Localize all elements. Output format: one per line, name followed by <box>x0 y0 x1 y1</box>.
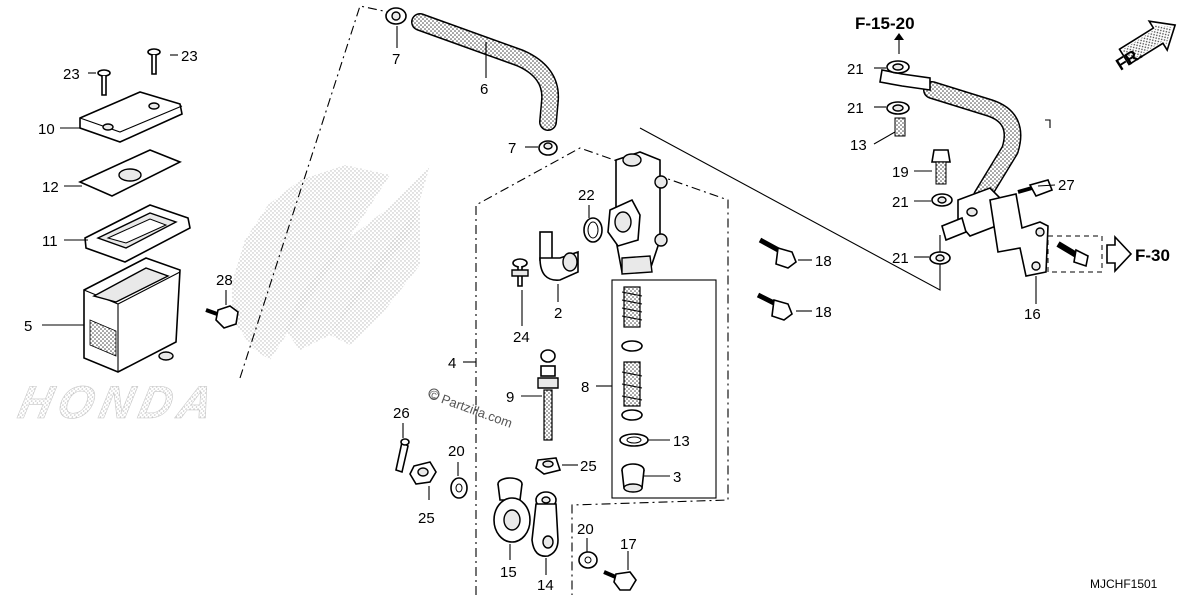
piston-spring[interactable] <box>621 286 643 352</box>
switch-bolt[interactable] <box>1017 179 1054 197</box>
diagram-code: MJCHF1501 <box>1090 577 1158 591</box>
callout-23[interactable]: 23 <box>63 66 80 83</box>
oil-bolt[interactable] <box>931 149 951 185</box>
sealing-washer-3[interactable] <box>931 193 953 207</box>
callout-4[interactable]: 4 <box>448 355 456 372</box>
hose-clip-lower[interactable] <box>538 140 558 156</box>
reservoir-hose[interactable] <box>411 13 560 131</box>
callout-27[interactable]: 27 <box>1058 177 1075 194</box>
copyright-icon <box>428 388 440 400</box>
cylinder-bolt-lower[interactable] <box>756 292 793 321</box>
pivot-bolt[interactable] <box>603 570 637 591</box>
hose-bracket[interactable] <box>989 193 1049 277</box>
piston[interactable] <box>621 361 643 421</box>
mounting-bolt[interactable] <box>205 305 239 329</box>
callout-9[interactable]: 9 <box>506 389 514 406</box>
callout-23[interactable]: 23 <box>181 48 198 65</box>
cap-screw-lower[interactable] <box>97 69 111 96</box>
ref-top-label[interactable]: F-15-20 <box>855 14 915 33</box>
piston-boot[interactable] <box>621 463 645 493</box>
callout-28[interactable]: 28 <box>216 272 233 289</box>
callout-8[interactable]: 8 <box>581 379 589 396</box>
brand-watermark: HONDA <box>14 376 224 427</box>
partzilla-watermark: © Partzilla.com <box>427 387 514 431</box>
brake-switch-body[interactable] <box>941 187 1001 242</box>
brake-hose[interactable] <box>923 81 1022 205</box>
callout-25[interactable]: 25 <box>418 510 435 527</box>
callout-24[interactable]: 24 <box>513 329 530 346</box>
washer-left[interactable] <box>450 477 468 499</box>
joint-screw[interactable] <box>511 258 529 287</box>
callout-13[interactable]: 13 <box>673 433 690 450</box>
callout-21[interactable]: 21 <box>847 100 864 117</box>
callout-20[interactable]: 20 <box>448 443 465 460</box>
reservoir-body[interactable] <box>83 257 181 373</box>
callout-5[interactable]: 5 <box>24 318 32 335</box>
ref-right-bracket <box>1047 235 1103 273</box>
callout-12[interactable]: 12 <box>42 179 59 196</box>
o-ring[interactable] <box>583 217 603 243</box>
callout-21[interactable]: 21 <box>847 61 864 78</box>
leader-top-line <box>1045 119 1051 128</box>
leader-lines <box>42 26 1056 575</box>
hose-clip-upper[interactable] <box>385 7 407 25</box>
up-arrow-icon <box>894 33 904 54</box>
callout-11[interactable]: 11 <box>42 233 58 250</box>
cap-screw-upper[interactable] <box>147 48 161 75</box>
snap-ring[interactable] <box>619 433 649 447</box>
callout-15[interactable]: 15 <box>500 564 517 581</box>
cylinder-bolt-upper[interactable] <box>758 237 797 269</box>
bracket-bolt[interactable] <box>1056 241 1089 268</box>
honda-wing-watermark: HONDA <box>14 165 430 428</box>
callout-18[interactable]: 18 <box>815 304 832 321</box>
callout-7[interactable]: 7 <box>392 51 400 68</box>
ref-right-label[interactable]: F-30 <box>1135 246 1170 265</box>
callout-16[interactable]: 16 <box>1024 306 1041 323</box>
callout-21[interactable]: 21 <box>892 250 909 267</box>
clevis-joint[interactable] <box>531 491 559 557</box>
reservoir-diaphragm[interactable] <box>84 204 191 263</box>
reservoir-cap[interactable] <box>79 91 183 143</box>
callout-19[interactable]: 19 <box>892 164 909 181</box>
sealing-washer-1[interactable] <box>886 60 910 74</box>
callout-17[interactable]: 17 <box>620 536 637 553</box>
callout-18[interactable]: 18 <box>815 253 832 270</box>
master-cylinder-body[interactable] <box>607 151 668 275</box>
callout-21[interactable]: 21 <box>892 194 909 211</box>
cotter-pin[interactable] <box>395 438 410 474</box>
front-arrow-icon <box>1118 20 1177 66</box>
rod-end[interactable] <box>493 477 531 543</box>
callout-22[interactable]: 22 <box>578 187 595 204</box>
callout-2[interactable]: 2 <box>554 305 562 322</box>
hose-joint[interactable] <box>539 231 579 281</box>
lock-nut-left[interactable] <box>409 461 437 485</box>
sealing-washer-4[interactable] <box>929 251 951 265</box>
small-clip[interactable] <box>894 117 906 137</box>
piston-kit-outline <box>611 279 717 499</box>
washer-right[interactable] <box>578 551 598 569</box>
callout-3[interactable]: 3 <box>673 469 681 486</box>
callout-6[interactable]: 6 <box>480 81 488 98</box>
hose-fitting-upper[interactable] <box>879 69 931 91</box>
callout-14[interactable]: 14 <box>537 577 554 594</box>
callout-13[interactable]: 13 <box>850 137 867 154</box>
callout-20[interactable]: 20 <box>577 521 594 538</box>
right-arrow-icon <box>1106 234 1133 274</box>
push-rod[interactable] <box>537 349 559 441</box>
callout-25[interactable]: 25 <box>580 458 597 475</box>
diaphragm-plate[interactable] <box>78 149 182 197</box>
callout-10[interactable]: 10 <box>38 121 55 138</box>
callout-26[interactable]: 26 <box>393 405 410 422</box>
master-cylinder-group-outline <box>475 147 729 595</box>
sealing-washer-2[interactable] <box>886 101 910 115</box>
lock-nut-center[interactable] <box>535 457 562 475</box>
callout-7[interactable]: 7 <box>508 140 516 157</box>
